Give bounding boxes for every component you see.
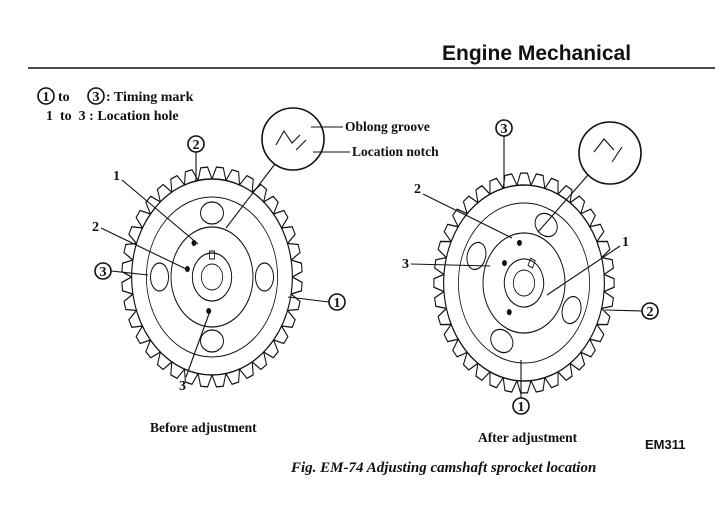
left-location-hole-3: 3	[179, 379, 186, 394]
right-timing-mark-1-num: 1	[518, 400, 525, 415]
right-location-hole-2: 2	[414, 182, 421, 197]
figure-code: EM311	[645, 437, 685, 452]
detail-leader-right	[537, 174, 589, 233]
detail-circle-left	[261, 107, 325, 171]
location-notch-label: Location notch	[352, 144, 439, 159]
left-timing-mark-2-num: 2	[193, 138, 200, 153]
right-timing-mark-3-num: 3	[501, 122, 508, 137]
legend-location-hole: 1 to 3 : Location hole	[46, 109, 179, 124]
oblong-groove-detail	[275, 129, 301, 146]
detail-circle-right	[578, 121, 642, 185]
figure-caption: Fig. EM-74 Adjusting camshaft sprocket l…	[290, 460, 596, 476]
right-location-hole-1: 1	[622, 235, 629, 250]
left-timing-mark-1-num: 1	[334, 296, 341, 311]
left-location-hole-2: 2	[92, 220, 99, 235]
legend-circle-1	[37, 87, 55, 105]
oblong-groove-detail-right	[593, 138, 615, 153]
location-notch-detail-right	[611, 146, 623, 163]
detail-leader-left	[225, 163, 276, 229]
right-location-hole-3: 3	[402, 257, 409, 272]
right-timing-mark-2-num: 2	[647, 305, 654, 320]
oblong-groove-label: Oblong groove	[345, 119, 430, 134]
right-caption: After adjustment	[478, 430, 578, 445]
left-caption: Before adjustment	[150, 420, 257, 435]
legend-circle-1-num: 1	[43, 90, 50, 105]
legend-joiner: to	[58, 90, 70, 105]
sprocket-before	[121, 166, 303, 388]
left-timing-mark-3-num: 3	[100, 265, 107, 280]
left-location-hole-1: 1	[113, 169, 120, 184]
legend-circle-3	[87, 87, 105, 105]
location-notch-detail	[295, 139, 307, 151]
legend-timing-mark: : Timing mark	[106, 90, 194, 105]
legend-circle-3-num: 3	[93, 90, 100, 105]
page-title: Engine Mechanical	[442, 42, 631, 65]
